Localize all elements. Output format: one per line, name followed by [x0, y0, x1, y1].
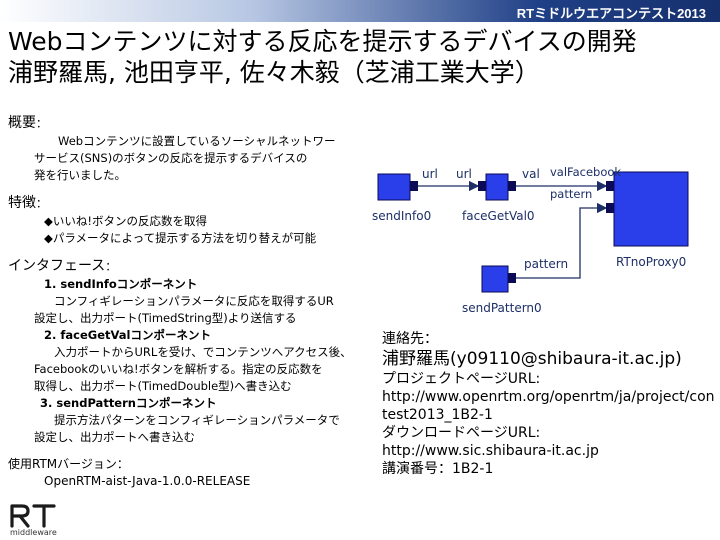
- component-desc: Facebookのいいね!ボタンを解析する。指定の反応数を: [34, 362, 323, 376]
- title-line-1: Webコンテンツに対する反応を提示するデバイスの開発: [8, 27, 637, 56]
- sendinfo-out-port: [410, 181, 418, 191]
- facegetval-in-port: [478, 181, 486, 191]
- rtm-heading: 使用RTMバージョン：: [8, 457, 129, 471]
- event-title: RTミドルウエアコンテスト2013: [516, 6, 706, 21]
- label-rtnoproxy: RTnoProxy0: [616, 255, 686, 269]
- rtnoproxy-in-port-2: [606, 203, 614, 213]
- logo-r-mark: [10, 504, 30, 528]
- interface-heading: インタフェース：: [8, 258, 117, 274]
- download-url[interactable]: http://www.sic.shibaura-it.ac.jp: [382, 443, 599, 459]
- overview-heading: 概要：: [8, 115, 47, 131]
- rtm-version: OpenRTM-aist-Java-1.0.0-RELEASE: [44, 474, 251, 488]
- facegetval-block: [485, 173, 509, 201]
- sendpattern-block: [481, 265, 509, 293]
- port-label-url-out: url: [422, 167, 438, 181]
- features-heading: 特徴：: [8, 195, 47, 211]
- sendinfo-block: [377, 173, 411, 201]
- rtnoproxy-in-port-1: [606, 181, 614, 191]
- lecture-number: 講演番号：1B2-1: [382, 461, 494, 477]
- page-title: Webコンテンツに対する反応を提示するデバイスの開発 浦野羅馬, 池田亨平, 佐…: [8, 26, 637, 88]
- label-sendinfo: sendInfo0: [372, 209, 431, 223]
- top-banner: RTミドルウエアコンテスト2013: [0, 0, 720, 22]
- port-label-url-in: url: [456, 167, 472, 181]
- component-desc: 入力ポートからURLを受け、でコンテンツへアクセス後、: [54, 345, 352, 359]
- rt-middleware-logo: [10, 504, 56, 528]
- logo-caption: middleware: [10, 528, 57, 537]
- label-sendpattern: sendPattern0: [462, 301, 542, 315]
- overview-line: 発を行いました。: [34, 168, 126, 182]
- component-desc: 提示方法パターンをコンフィギレーションパラメータで: [54, 413, 340, 427]
- label-facegetval: faceGetVal0: [462, 209, 535, 223]
- project-url-label: プロジェクトページURL:: [382, 371, 541, 387]
- port-label-val: val: [522, 167, 540, 181]
- component-diagram: sendInfo0 url faceGetVal0 url val RTnoPr…: [372, 165, 689, 315]
- feature-item: ◆パラメータによって提示する方法を切り替えが可能: [44, 231, 317, 245]
- sendpattern-out-port: [508, 273, 516, 283]
- contact-heading: 連絡先：: [382, 331, 438, 347]
- facegetval-out-port: [508, 181, 516, 191]
- port-label-pattern-out: pattern: [524, 257, 568, 271]
- contact-section: 連絡先： 浦野羅馬(y09110@shibaura-it.ac.jp) プロジェ…: [382, 330, 718, 478]
- component-desc: 取得し、出力ポート(TimedDouble型)へ書き込む: [34, 379, 292, 393]
- port-label-pattern-in: pattern: [550, 187, 592, 201]
- component-desc: 設定し、出力ポートへ書き込む: [34, 430, 195, 444]
- title-line-2: 浦野羅馬, 池田亨平, 佐々木毅（芝浦工業大学）: [8, 58, 540, 87]
- overview-line: サービス(SNS)のボタンの反応を提示するデバイスの: [34, 151, 308, 165]
- connector-pattern: [514, 202, 608, 279]
- project-url[interactable]: http://www.openrtm.org/openrtm/ja/projec…: [382, 389, 715, 423]
- contact-name-email: 浦野羅馬(y09110@shibaura-it.ac.jp): [382, 349, 682, 369]
- component-title: 2. faceGetValコンポーネント: [44, 328, 211, 342]
- download-url-label: ダウンロードページURL:: [382, 425, 541, 441]
- component-desc: 設定し、出力ポート(TimedString型)より送信する: [34, 311, 297, 325]
- port-label-valfacebook: valFacebook: [550, 165, 621, 179]
- component-title: 1. sendInfoコンポーネント: [44, 277, 198, 291]
- overview-line: Webコンテンツに設置しているソーシャルネットワー: [58, 134, 336, 148]
- left-column: 概要： Webコンテンツに設置しているソーシャルネットワー サービス(SNS)の…: [8, 114, 372, 490]
- rtnoproxy-block: [613, 171, 689, 247]
- logo-t-mark: [32, 504, 56, 528]
- feature-item: ◆いいね!ボタンの反応数を取得: [44, 214, 207, 228]
- component-title: 3. sendPatternコンポーネント: [40, 396, 217, 410]
- component-desc: コンフィギレーションパラメータに反応を取得するUR: [54, 294, 334, 308]
